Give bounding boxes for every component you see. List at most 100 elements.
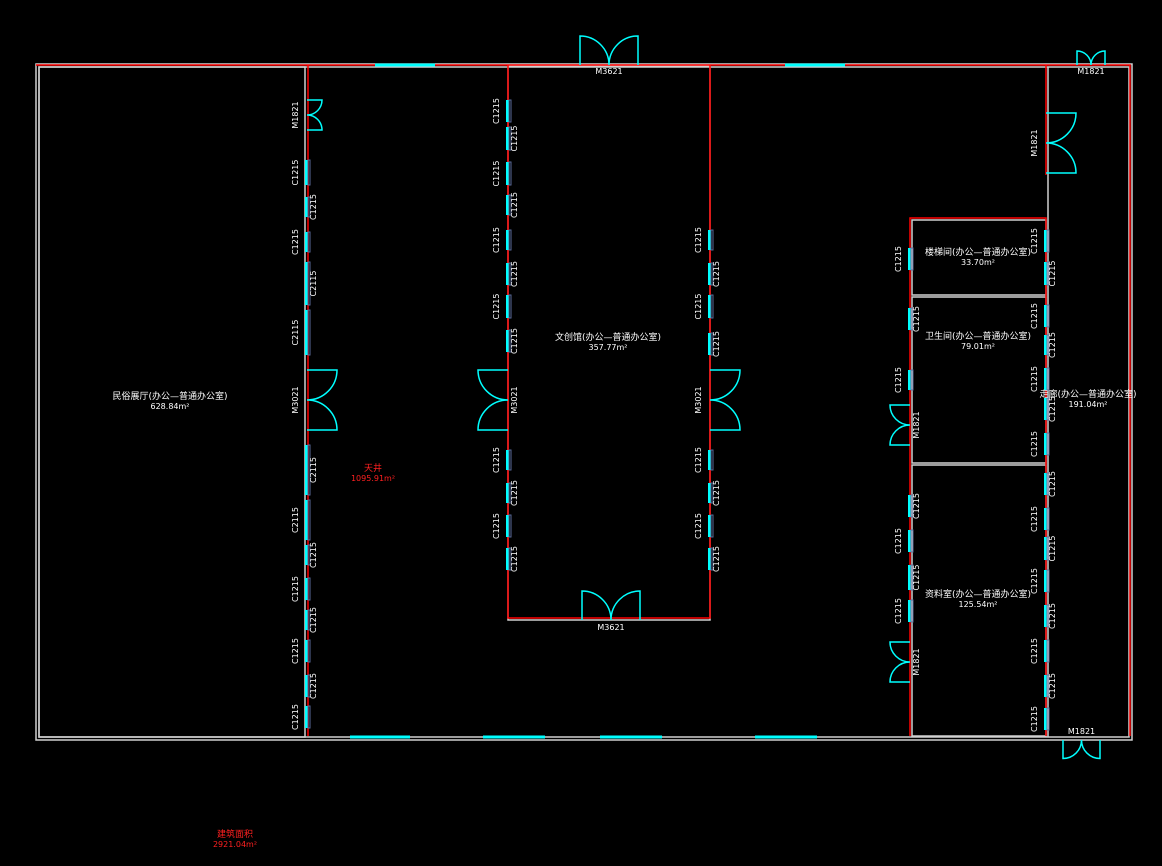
window-tag: C1215 xyxy=(1030,568,1039,594)
window xyxy=(708,483,711,503)
window-tag: C1215 xyxy=(291,229,300,255)
window-tag: C1215 xyxy=(309,542,318,568)
window-tag: C1215 xyxy=(1048,332,1057,358)
door xyxy=(889,641,911,683)
door-tag: M3021 xyxy=(694,386,703,413)
window xyxy=(506,127,509,150)
window-tag: C1215 xyxy=(1030,506,1039,532)
window-tag: C1215 xyxy=(492,98,501,124)
window-tag: C1215 xyxy=(492,513,501,539)
window xyxy=(375,63,435,67)
door xyxy=(709,369,741,431)
window xyxy=(305,675,308,697)
outer-wall xyxy=(35,63,1133,741)
window xyxy=(1044,230,1047,252)
window-tag: C1215 xyxy=(912,565,921,591)
door-tag: M3621 xyxy=(597,623,624,632)
door-tag: M1821 xyxy=(1077,67,1104,76)
window xyxy=(1044,708,1047,730)
window xyxy=(708,295,711,318)
window xyxy=(305,310,308,355)
window-tag: C1215 xyxy=(291,576,300,602)
windows xyxy=(305,63,1050,739)
window xyxy=(1044,368,1047,390)
window xyxy=(506,230,509,250)
door xyxy=(579,35,639,66)
window-tag: C1215 xyxy=(510,328,519,354)
window xyxy=(305,545,308,565)
window xyxy=(350,735,410,739)
window xyxy=(506,548,509,570)
window xyxy=(1044,570,1047,592)
window xyxy=(305,578,308,600)
window xyxy=(305,197,308,217)
window xyxy=(908,600,911,622)
window xyxy=(483,735,545,739)
window-tag: C1215 xyxy=(492,294,501,320)
window xyxy=(908,308,911,330)
window xyxy=(908,495,911,517)
window-tag: C1215 xyxy=(1030,228,1039,254)
window-tag: C1215 xyxy=(1030,303,1039,329)
window-tag: C1215 xyxy=(492,227,501,253)
window-tag: C1215 xyxy=(510,126,519,152)
window xyxy=(908,248,911,270)
window xyxy=(506,330,509,352)
window-tag: C2115 xyxy=(309,271,318,297)
exhibition-hall-wall xyxy=(38,66,306,738)
door xyxy=(889,404,911,446)
room-label-exhibition: 民俗展厅(办公—普通办公室)628.84m² xyxy=(112,392,228,411)
window xyxy=(600,735,662,739)
window-tag: C1215 xyxy=(912,306,921,332)
door xyxy=(581,590,641,621)
window-tag: C1215 xyxy=(291,704,300,730)
window-tag: C1215 xyxy=(510,480,519,506)
door xyxy=(306,99,323,131)
window xyxy=(305,706,308,728)
window xyxy=(305,232,308,252)
door xyxy=(306,369,338,431)
window xyxy=(305,610,308,630)
window xyxy=(1044,335,1047,355)
window xyxy=(506,100,509,122)
window xyxy=(785,63,845,67)
window xyxy=(908,370,911,390)
door xyxy=(1076,50,1106,66)
window-tag: C1215 xyxy=(1030,638,1039,664)
window-tag: C1215 xyxy=(694,294,703,320)
doors xyxy=(306,35,1106,760)
toilet-wall xyxy=(911,296,1047,464)
window-tag: C1215 xyxy=(894,246,903,272)
window xyxy=(1044,537,1047,560)
window-tag: C2115 xyxy=(291,507,300,533)
window-tag: C2115 xyxy=(309,457,318,483)
window xyxy=(506,162,509,185)
window-tag: C1215 xyxy=(694,513,703,539)
window-tag: C1215 xyxy=(894,598,903,624)
tags: C1215C1215C1215C2115C2115C2115C2115C1215… xyxy=(291,67,1105,736)
window-tag: C1215 xyxy=(894,528,903,554)
window xyxy=(708,230,711,250)
window-tag: C1215 xyxy=(1048,603,1057,629)
window xyxy=(1044,433,1047,455)
window xyxy=(1044,675,1047,697)
window-tag: C1215 xyxy=(712,546,721,572)
window-tag: C1215 xyxy=(1048,673,1057,699)
window xyxy=(1044,305,1047,327)
door-tag: M3621 xyxy=(595,67,622,76)
window-tag: C1215 xyxy=(894,367,903,393)
window xyxy=(1044,640,1047,662)
window-tag: C1215 xyxy=(712,331,721,357)
window xyxy=(506,295,509,318)
room-label-creative: 文创馆(办公—普通办公室)357.77m² xyxy=(554,333,662,352)
door-tag: M1821 xyxy=(912,648,921,675)
window xyxy=(506,450,509,470)
window-tag: C1215 xyxy=(492,161,501,187)
window-tag: C1215 xyxy=(1030,431,1039,457)
door xyxy=(1045,112,1077,174)
window xyxy=(506,483,509,503)
window xyxy=(908,530,911,552)
